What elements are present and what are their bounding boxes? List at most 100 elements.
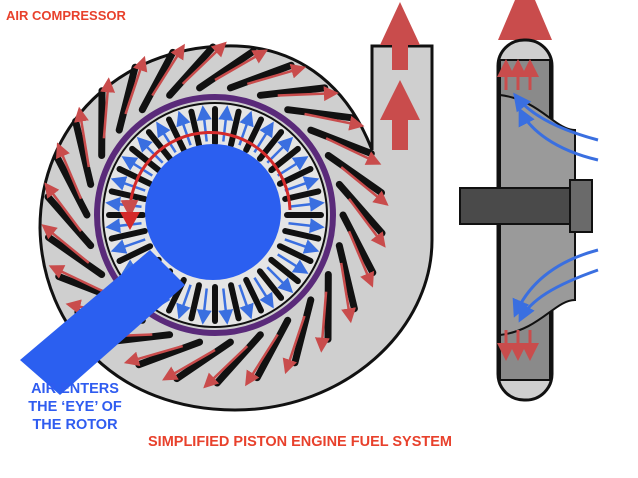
rotor-vane: [145, 129, 174, 162]
outer-vane: [284, 106, 356, 122]
outer-flow-arrow: [203, 345, 249, 389]
radial-flow-arrow: [218, 288, 234, 325]
rotor-vane: [129, 145, 162, 174]
outer-flow-arrow: [246, 63, 307, 86]
outer-flow-arrow: [124, 55, 148, 115]
outer-flow-arrow: [181, 41, 227, 85]
outer-flow-arrow: [304, 112, 365, 131]
outer-vane: [135, 338, 204, 369]
radial-flow-arrow: [284, 238, 320, 254]
rotor-vane: [188, 282, 202, 322]
radial-flow-arrow: [253, 277, 274, 309]
outer-flow-arrow: [325, 137, 382, 165]
outer-vane: [115, 63, 139, 134]
radial-flow-arrow: [277, 156, 309, 177]
rotor-vane: [268, 256, 301, 285]
diagram-title: AIR COMPRESSOR: [6, 8, 126, 23]
outer-flow-arrow: [74, 106, 91, 168]
caption-line-1: AIR ENTERS: [31, 381, 119, 397]
outer-vane: [339, 211, 377, 277]
rotor-vane: [282, 188, 322, 202]
radial-flow-arrow: [288, 218, 325, 234]
caption-line-3: THE ROTOR: [32, 417, 118, 433]
outer-flow-arrow: [151, 43, 185, 97]
outer-flow-arrow: [340, 166, 389, 206]
rotor-vane: [276, 243, 314, 264]
rotor-vane: [188, 108, 202, 148]
rotor-vane: [166, 116, 187, 154]
rotor-ring: [94, 94, 336, 336]
rotor-vane: [282, 228, 322, 242]
outer-vane: [291, 296, 315, 367]
outer-flow-arrow: [55, 142, 83, 200]
rotor-vane: [116, 243, 154, 264]
rotor-vane: [228, 108, 242, 148]
outer-vane: [226, 61, 295, 92]
outer-vane: [253, 316, 292, 382]
rotor-vane: [116, 166, 154, 187]
outer-vane: [44, 193, 95, 250]
radial-flow-arrow: [156, 121, 177, 153]
shaft: [459, 187, 591, 225]
outer-vane: [72, 117, 95, 188]
red-outlet-arrow-icon: [380, 2, 420, 150]
rotor-vane: [256, 268, 285, 301]
radial-flow-arrow: [105, 218, 142, 234]
red-rotation-arrow-icon: [120, 131, 292, 218]
radial-flow-arrow: [110, 238, 146, 254]
outer-flow-arrow: [339, 262, 356, 324]
outer-vane: [335, 180, 386, 237]
outer-vane: [166, 43, 217, 99]
radial-flow-arrow: [288, 196, 325, 212]
radial-flow-arrow: [136, 136, 164, 164]
outer-flow-arrow: [100, 77, 116, 139]
outer-vane: [335, 242, 358, 313]
outer-vane: [307, 126, 375, 157]
radial-flow-arrow: [284, 176, 320, 192]
radial-flow-arrow: [196, 288, 212, 325]
side-view: [459, 0, 599, 402]
outer-flow-arrow: [214, 49, 268, 82]
radial-flow-arrow: [266, 266, 294, 294]
outer-flow-arrow: [44, 182, 83, 233]
outer-flow-arrow: [347, 230, 375, 288]
rotor-vane: [108, 188, 148, 202]
outer-vane: [256, 84, 329, 99]
rotor-vane: [243, 276, 264, 314]
radial-flow-arrow: [196, 105, 212, 142]
outer-vane: [45, 233, 106, 278]
outer-flow-arrow: [282, 315, 306, 375]
footer-title: SIMPLIFIED PISTON ENGINE FUEL SYSTEM: [148, 434, 453, 450]
air-inlet-eye: [20, 144, 281, 395]
radial-flow-arrow: [277, 253, 309, 274]
outer-flow-arrow: [41, 224, 90, 264]
inlet-caption: AIR ENTERS THE ‘EYE’ OF THE ROTOR: [0, 380, 150, 434]
outer-flow-arrow: [277, 86, 339, 102]
rotor-vane: [243, 116, 264, 154]
outer-flow-arrow: [245, 333, 279, 387]
radial-flow-arrow: [266, 136, 294, 164]
side-outlet-arrow-icon: [498, 0, 552, 40]
outer-flow-arrow: [314, 291, 330, 353]
rotation-arrow-head: [120, 212, 140, 230]
radial-flow-arrow: [121, 156, 153, 177]
outer-vane: [138, 48, 177, 114]
outer-flow-arrow: [347, 197, 386, 248]
rotor-vane: [108, 228, 148, 242]
outer-flow-arrow: [48, 265, 105, 293]
radial-flow-arrow: [110, 176, 146, 192]
outer-vane: [173, 338, 234, 383]
outer-vane: [196, 47, 257, 92]
radial-flow-arrow: [176, 110, 192, 146]
outer-vane: [53, 153, 91, 219]
outer-flow-arrow: [162, 348, 216, 381]
outer-flow-arrow: [123, 344, 184, 367]
radial-flow-arrow: [218, 105, 234, 142]
rotor-vane: [228, 282, 242, 322]
outer-vane: [324, 152, 385, 197]
radial-flow-arrow: [176, 284, 192, 320]
caption-line-2: THE ‘EYE’ OF: [28, 399, 122, 415]
outer-vane: [213, 331, 264, 387]
radial-flow-arrow: [238, 284, 254, 320]
